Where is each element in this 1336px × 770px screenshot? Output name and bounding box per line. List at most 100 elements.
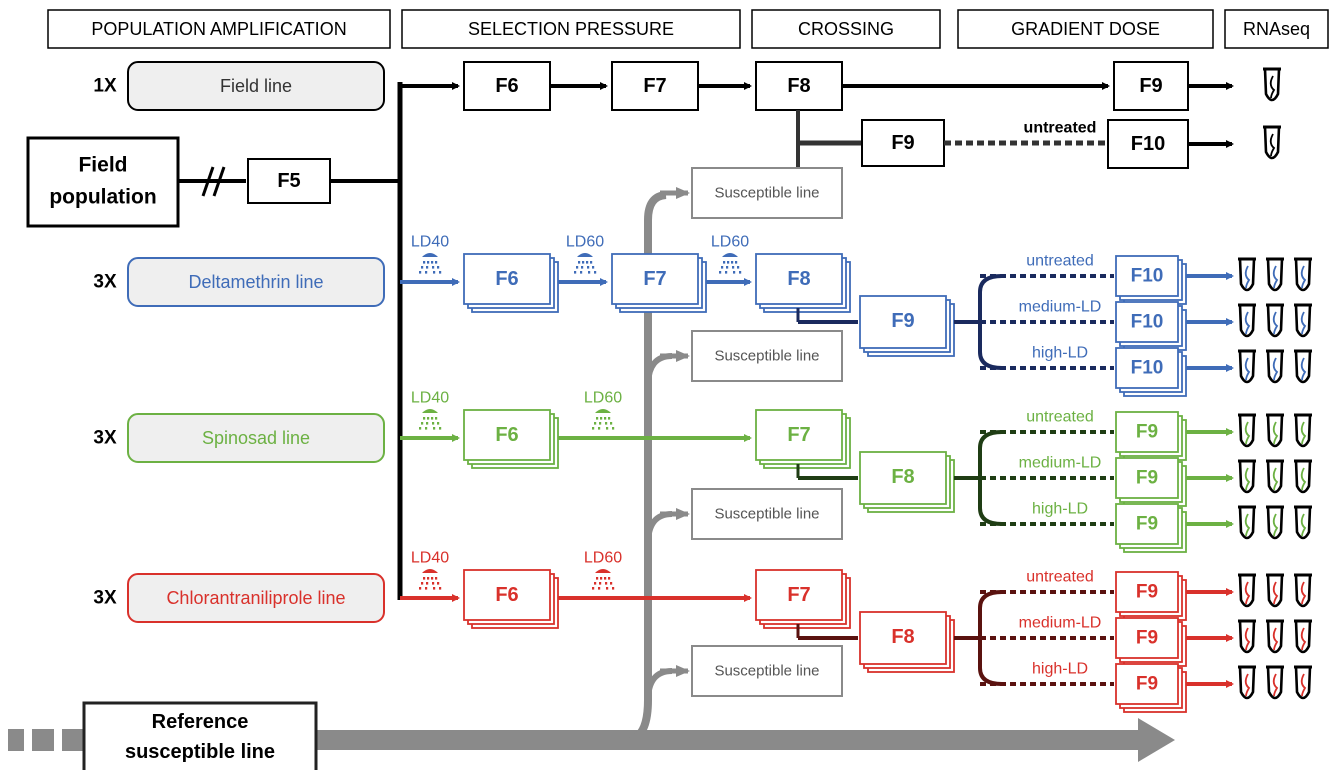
tube-icon — [1266, 413, 1284, 448]
line-multiplier: 3X — [93, 428, 117, 449]
gen-box — [755, 61, 843, 111]
line-multiplier: 3X — [93, 272, 117, 293]
susceptible-line-label: Susceptible line — [714, 506, 819, 523]
tube-body — [1238, 303, 1256, 338]
spray-drop — [425, 427, 428, 430]
spray-drop — [592, 266, 595, 269]
spray-drop — [578, 261, 581, 264]
tube-sample — [1244, 311, 1251, 335]
header-crossing — [751, 9, 941, 49]
gen-label: F7 — [787, 584, 810, 606]
spray-drop — [435, 261, 438, 264]
tube-body — [1294, 619, 1312, 654]
spray-drop — [608, 417, 611, 420]
final-gen-label: F10 — [1131, 133, 1165, 155]
cross-label: F8 — [891, 466, 914, 488]
spray-drop — [437, 422, 440, 425]
dose-label: untreated — [1024, 120, 1097, 137]
spray-drop — [594, 271, 597, 274]
gen-stack — [755, 253, 851, 313]
field-population-label: Field — [78, 154, 127, 177]
sprayer-icon — [592, 409, 615, 430]
gen-label: F7 — [787, 424, 810, 446]
spray-drop — [423, 417, 426, 420]
stack-card — [463, 253, 551, 305]
stack-card — [859, 611, 947, 665]
tube-icon — [1238, 413, 1256, 448]
ld-label: LD40 — [411, 234, 449, 251]
header-amplification-label: POPULATION AMPLIFICATION — [91, 19, 346, 39]
line-name-box — [127, 257, 385, 307]
tube-body — [1294, 303, 1312, 338]
tube-icon — [1238, 459, 1256, 494]
final-gen-stack — [1115, 347, 1187, 397]
susceptible-riser — [628, 191, 667, 744]
spray-drop — [433, 587, 436, 590]
tube-icon — [1294, 413, 1312, 448]
spray-drop — [598, 427, 601, 430]
susceptible-line-label: Susceptible line — [714, 185, 819, 202]
spray-drop — [590, 261, 593, 264]
header-amplification — [47, 9, 391, 49]
spray-drop — [606, 587, 609, 590]
reference-dash — [32, 729, 54, 751]
line-name-label: Deltamethrin line — [188, 272, 323, 292]
final-gen-label: F9 — [1136, 468, 1158, 489]
spray-drop — [725, 271, 728, 274]
spray-drop — [439, 271, 442, 274]
tube-sample — [1272, 265, 1279, 289]
gen-label: F6 — [495, 424, 518, 446]
tube-icon — [1238, 257, 1256, 292]
reference-dash — [62, 729, 84, 751]
tube-sample — [1272, 513, 1279, 537]
tube-icon — [1238, 505, 1256, 540]
spray-drop — [596, 577, 599, 580]
spray-drop — [574, 271, 577, 274]
tube-sample — [1272, 673, 1279, 697]
spray-drop — [600, 417, 603, 420]
spray-drop — [419, 427, 422, 430]
gen-stack — [463, 253, 559, 313]
tube-icon — [1266, 349, 1284, 384]
spray-drop — [606, 427, 609, 430]
spray-drop — [610, 422, 613, 425]
tube-sample — [1272, 627, 1279, 651]
tube-body — [1294, 573, 1312, 608]
stack-card — [1115, 411, 1179, 453]
spray-drop — [427, 577, 430, 580]
spray-drop — [731, 261, 734, 264]
tube-icon — [1294, 303, 1312, 338]
spray-drop — [605, 422, 608, 425]
spray-drop — [598, 587, 601, 590]
spray-drop — [421, 422, 424, 425]
gen-label: F6 — [495, 584, 518, 606]
spray-drop — [576, 266, 579, 269]
spray-drop — [737, 266, 740, 269]
stack-card — [1115, 255, 1179, 297]
tube-sample — [1269, 75, 1276, 99]
spray-drop — [425, 271, 428, 274]
f5-label: F5 — [277, 170, 300, 192]
tube-body — [1263, 125, 1281, 160]
break-mark — [201, 166, 215, 197]
tube-sample — [1272, 311, 1279, 335]
sprayer-icon — [592, 569, 615, 590]
tube-body — [1266, 349, 1284, 384]
tube-icon — [1266, 303, 1284, 338]
stack-card — [1115, 503, 1179, 545]
spray-drop — [437, 266, 440, 269]
spray-drop — [599, 582, 602, 585]
tube-icon — [1294, 349, 1312, 384]
sprayer-head — [422, 409, 438, 413]
sprayer-icon — [574, 253, 597, 274]
stack-card — [611, 253, 699, 305]
sprayer-head — [577, 253, 593, 257]
spray-drop — [419, 587, 422, 590]
spray-drop — [582, 261, 585, 264]
reference-box — [82, 701, 318, 770]
spray-drop — [437, 582, 440, 585]
spray-drop — [431, 261, 434, 264]
tube-body — [1238, 459, 1256, 494]
header-selection — [401, 9, 741, 49]
